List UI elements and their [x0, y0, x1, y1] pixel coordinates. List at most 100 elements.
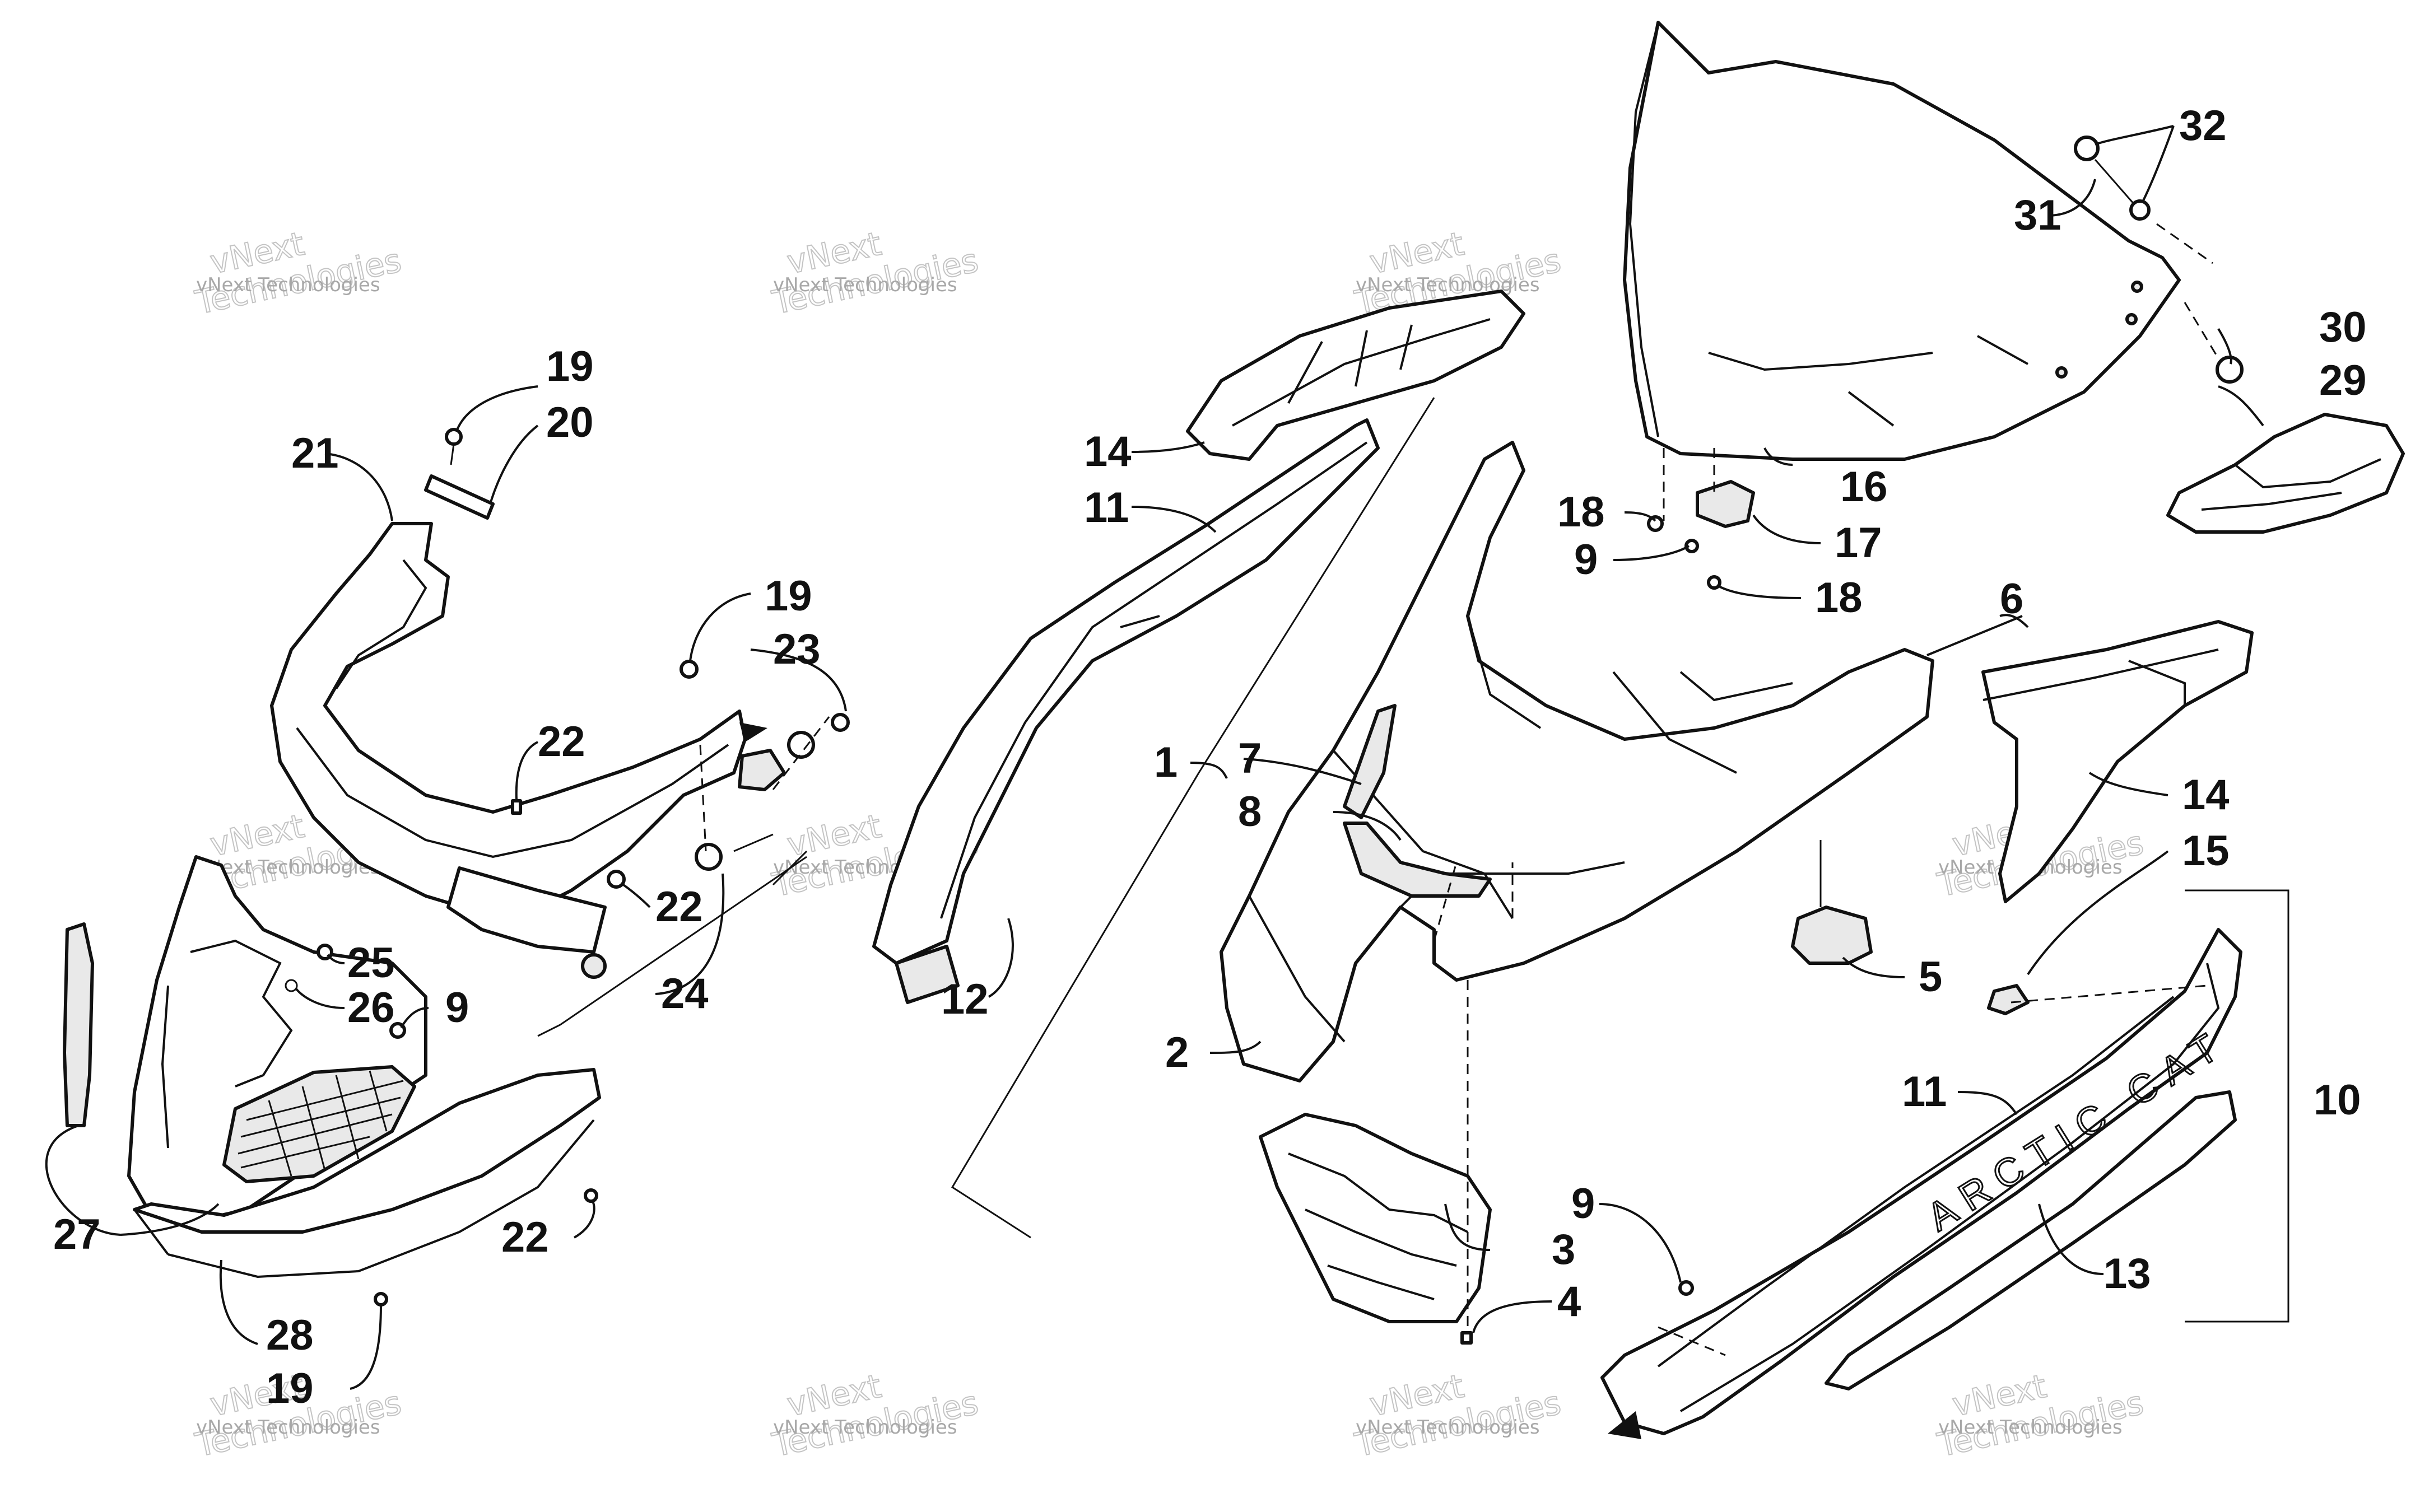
part-22-nut	[607, 870, 626, 889]
part-10-side-panel	[1600, 928, 2242, 1435]
part-4-clip	[1460, 1331, 1473, 1345]
part-11-rail-detail	[940, 441, 1368, 919]
leader	[2088, 772, 2168, 796]
callout-22-bottom: 22	[501, 1214, 549, 1261]
part-21-bracket	[446, 866, 607, 954]
part-13-lower-strip	[1825, 1090, 2237, 1390]
callout-6: 6	[2000, 575, 2023, 623]
callout-10: 10	[2314, 1076, 2361, 1124]
part-32-nut	[2129, 199, 2151, 221]
leader	[2217, 328, 2232, 365]
callout-17: 17	[1835, 519, 1882, 567]
leader	[1624, 511, 1656, 522]
callout-3: 3	[1552, 1226, 1575, 1273]
leader	[1842, 956, 1905, 978]
part-19-shank	[450, 444, 455, 465]
callout-11-panel: 11	[1902, 1068, 1947, 1116]
part-24-bushing	[581, 953, 607, 979]
part-22-clip	[511, 799, 522, 815]
leader	[350, 1304, 382, 1390]
leader	[120, 1203, 220, 1236]
part-14-vent-detail	[1232, 318, 1491, 427]
watermark-small: vNext Technologies	[773, 1416, 957, 1439]
part-3-intake	[1259, 1113, 1492, 1323]
part-17-bracket	[1696, 480, 1755, 528]
leader-lines	[45, 125, 2264, 1390]
leader	[324, 452, 393, 521]
part-16-windshield	[1623, 21, 2181, 461]
leader	[1613, 545, 1690, 561]
leader	[1190, 762, 1228, 779]
leader	[327, 954, 345, 964]
watermark: vNext Technologies vNext Technologies	[1934, 1366, 2148, 1465]
part-14-side-vent-detail	[1982, 648, 2219, 706]
part-27-side-strip	[63, 922, 94, 1127]
leader	[2218, 385, 2264, 427]
callout-12: 12	[941, 976, 989, 1023]
dash-line	[1658, 984, 2208, 1356]
leader	[2027, 850, 2169, 976]
callout-31: 31	[2014, 192, 2061, 239]
watermark-small: vNext Technologies	[1938, 1416, 2123, 1439]
callout-4: 4	[1557, 1278, 1581, 1326]
part-8-decal	[1343, 822, 1492, 898]
part-19-screw	[680, 660, 699, 679]
callout-19-top: 19	[546, 343, 594, 390]
dash-line	[1663, 223, 2219, 521]
part-6-rivet	[1926, 615, 2023, 656]
reference-arrow	[1608, 1411, 1641, 1439]
leader	[2142, 125, 2175, 202]
callouts: 1 2 3 4 5 6 7 8 9 9 9 10 11 11 12 13 14 …	[53, 102, 2367, 1412]
leader	[655, 873, 725, 995]
leader	[1444, 1203, 1491, 1251]
callout-25: 25	[347, 939, 395, 987]
callout-19-mid: 19	[765, 572, 812, 620]
leader	[1209, 1040, 1262, 1054]
watermark: vNext Technologies vNext Technologies	[769, 224, 983, 323]
part-2-nose-cone	[1220, 441, 1934, 1082]
part-19-screw	[445, 428, 463, 446]
watermark-small: vNext Technologies	[196, 1416, 380, 1439]
callout-9-side: 9	[1571, 1180, 1595, 1228]
watermark-small: vNext Technologies	[196, 274, 380, 296]
assembly-boundary	[537, 833, 808, 1037]
callout-13: 13	[2103, 1250, 2151, 1298]
callout-20: 20	[546, 399, 594, 446]
callout-14-top: 14	[1084, 428, 1132, 475]
callout-9-windshield: 9	[1574, 536, 1598, 584]
watermark-small: vNext Technologies	[1356, 274, 1540, 296]
dash-line	[1433, 862, 1514, 941]
leader	[988, 918, 1014, 998]
callout-16: 16	[1840, 463, 1888, 511]
callout-32: 32	[2179, 102, 2227, 150]
leader	[489, 424, 539, 505]
leader	[1957, 1091, 2018, 1116]
leader	[1599, 1203, 1682, 1283]
watermark-small: vNext Technologies	[773, 274, 957, 296]
part-20-strap	[424, 474, 495, 520]
part-7-decal	[1343, 704, 1397, 819]
part-3-intake-detail	[1288, 1152, 1468, 1300]
leader	[219, 1259, 258, 1345]
windshield-assembly	[1623, 21, 2405, 590]
part-29-mirror	[2166, 413, 2405, 534]
leader	[1243, 758, 1362, 785]
watermark: vNext Technologies vNext Technologies	[192, 224, 406, 323]
part-22-screw	[584, 1188, 598, 1203]
leader	[45, 1124, 121, 1236]
callout-24: 24	[661, 970, 709, 1018]
part-23-bracket	[738, 749, 786, 791]
part-9-screw	[1678, 1280, 1694, 1296]
part-13-decal-band	[1657, 963, 2220, 1412]
dash-line	[699, 716, 830, 852]
part-19-screw	[374, 1292, 388, 1306]
part-16-windshield-detail	[1628, 22, 2028, 437]
callout-14-side: 14	[2182, 771, 2230, 819]
leader	[1763, 447, 1793, 466]
leader	[2095, 125, 2174, 146]
assembly-bracket-1	[951, 397, 1435, 1239]
callout-22-mid: 22	[655, 883, 703, 931]
leader	[515, 741, 538, 800]
callout-29: 29	[2319, 357, 2367, 404]
part-23-nut	[831, 713, 850, 732]
